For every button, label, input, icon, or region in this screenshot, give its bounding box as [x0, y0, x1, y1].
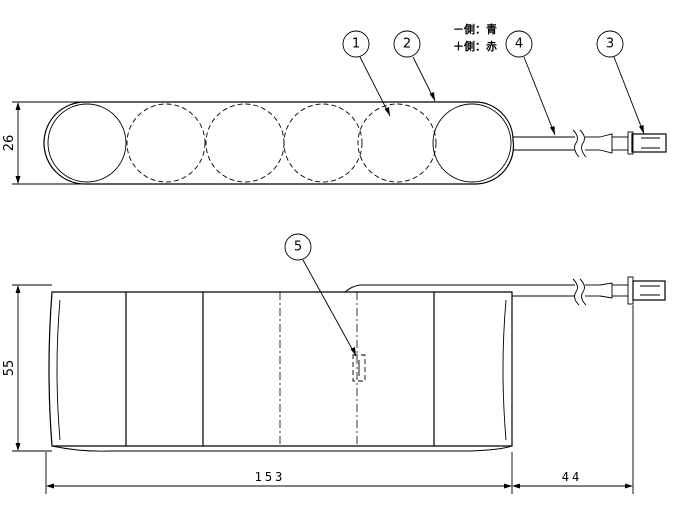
cell-6: [432, 103, 512, 183]
cell-4: [283, 103, 363, 183]
balloon-5-label: 5: [294, 240, 302, 255]
dimension-55: 55: [2, 284, 52, 452]
legend-negative: －側：青: [453, 22, 497, 36]
dimension-length: 153 44: [45, 305, 634, 494]
dimension-153-label: 153: [255, 470, 286, 484]
cell-circles: [47, 103, 512, 183]
dimension-55-label: 55: [2, 360, 17, 377]
balloon-1-label: 1: [352, 37, 360, 52]
front-connector: [627, 276, 666, 305]
balloons: 1 2 4 3 5: [284, 30, 645, 357]
balloon-4-label: 4: [515, 37, 523, 52]
balloon-2-label: 2: [403, 37, 411, 52]
cell-5: [357, 103, 437, 183]
balloon-3-label: 3: [606, 37, 614, 52]
dimension-26: 26: [2, 101, 82, 185]
front-lead-wire: [572, 278, 628, 306]
balloon-3: [596, 30, 624, 58]
cell-2: [126, 103, 206, 183]
top-connector: [612, 131, 667, 155]
balloon-2: [393, 30, 421, 58]
cell-3: [205, 103, 285, 183]
top-view-outline: [43, 101, 515, 185]
dimension-44-label: 44: [562, 470, 582, 484]
front-view-outline: [48, 291, 513, 447]
polarity-legend: －側：青 ＋側：赤: [453, 22, 497, 53]
cell-1: [47, 103, 127, 183]
legend-positive: ＋側：赤: [453, 39, 497, 53]
front-view: 55 153 44: [2, 276, 666, 494]
cell-separators: [125, 292, 435, 446]
top-view: 26: [2, 101, 667, 185]
balloon-5: [284, 233, 312, 261]
balloon-1: [342, 30, 370, 58]
balloon-4: [505, 30, 533, 58]
top-lead-wire: [513, 129, 613, 158]
dimension-26-label: 26: [2, 135, 17, 152]
thermal-fuse: [352, 354, 366, 382]
